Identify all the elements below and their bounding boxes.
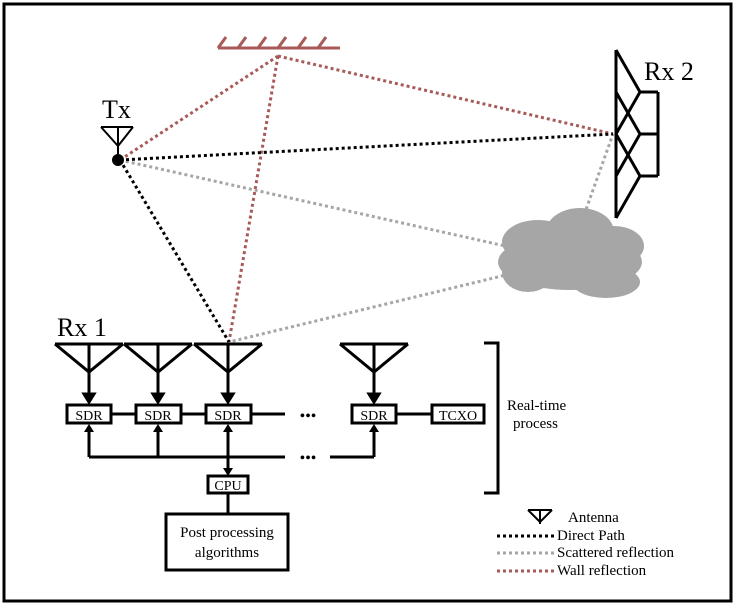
cpu-feedback-lines (87, 428, 376, 514)
realtime-label-line1: Real-time (507, 398, 566, 414)
rx2-antenna-array-icon (614, 49, 660, 219)
tcxo-label: TCXO (439, 409, 477, 424)
post-processing-line2: algorithms (195, 545, 259, 561)
sdr-label-4: SDR (360, 409, 388, 424)
legend-antenna-label: Antenna (568, 510, 619, 526)
feedback-arrowheads (84, 424, 379, 476)
sdr-boxes (65, 403, 486, 425)
sdr-label-3: SDR (214, 409, 242, 424)
antenna-icon (527, 509, 553, 524)
tx-node (112, 154, 124, 166)
legend: Antenna Direct Path Scattered reflection… (497, 509, 675, 579)
rx1-label: Rx 1 (57, 313, 107, 342)
wall-reflection-paths (119, 54, 614, 343)
rx1-antenna-icons (54, 342, 409, 405)
post-processing-box (164, 512, 290, 572)
ellipsis-bottom: ••• (300, 450, 317, 467)
post-processing-line1: Post processing (180, 525, 274, 541)
rx2-label: Rx 2 (644, 57, 694, 86)
legend-scattered-label: Scattered reflection (557, 545, 675, 561)
cloud-icon (498, 208, 644, 298)
realtime-bracket (484, 341, 500, 495)
tx-label: Tx (102, 95, 131, 124)
direct-path-lines (118, 132, 614, 343)
cpu-label: CPU (214, 479, 241, 494)
ellipsis-top: ••• (300, 408, 317, 425)
sdr-label-1: SDR (75, 409, 103, 424)
wall-hatch-icon (216, 36, 340, 50)
scattered-reflection-paths (119, 133, 615, 344)
sdr-label-2: SDR (144, 409, 172, 424)
realtime-label-line2: process (513, 416, 558, 432)
legend-wall-label: Wall reflection (557, 563, 647, 579)
legend-direct-label: Direct Path (557, 528, 625, 544)
cpu-box (206, 474, 250, 495)
